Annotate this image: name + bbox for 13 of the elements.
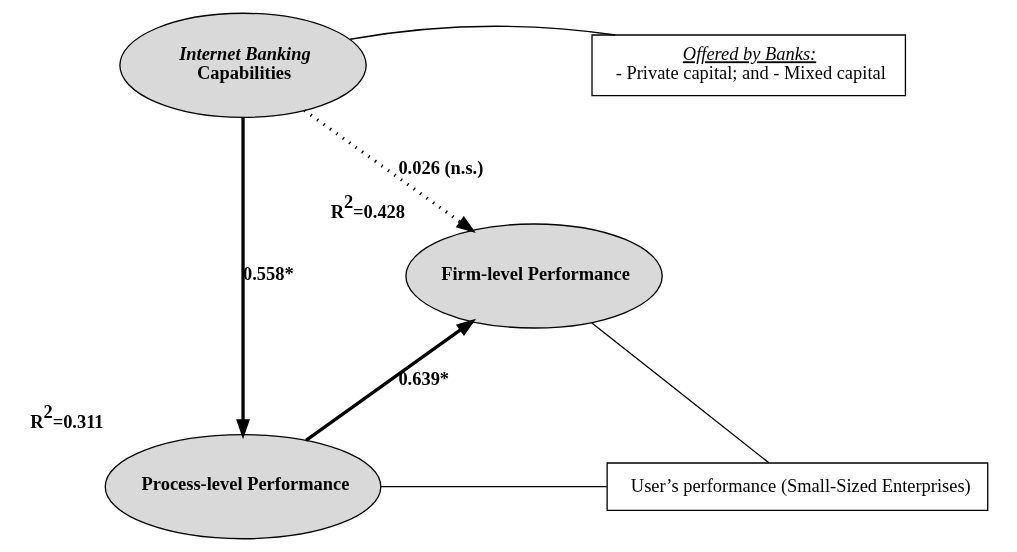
connector bbox=[590, 322, 770, 464]
node-box: Offered by Banks: - Private capital; and - Mixed capital bbox=[590, 34, 906, 97]
node-ellipse: Internet Banking Capabilities bbox=[118, 12, 367, 118]
connector bbox=[349, 25, 616, 40]
node-ellipse: Firm-level Performance bbox=[404, 223, 663, 329]
arrow bbox=[302, 109, 476, 234]
arrow bbox=[304, 318, 476, 442]
node-box: User’s performance (Small-Sized Enterprises) bbox=[606, 462, 988, 512]
arrow bbox=[235, 117, 250, 440]
connector bbox=[379, 486, 607, 488]
edge-label: 0.026 (n.s.) bbox=[397, 158, 483, 179]
node-ellipse: Process-level Performance bbox=[104, 434, 381, 540]
edge-label: 0.639* bbox=[397, 368, 449, 389]
